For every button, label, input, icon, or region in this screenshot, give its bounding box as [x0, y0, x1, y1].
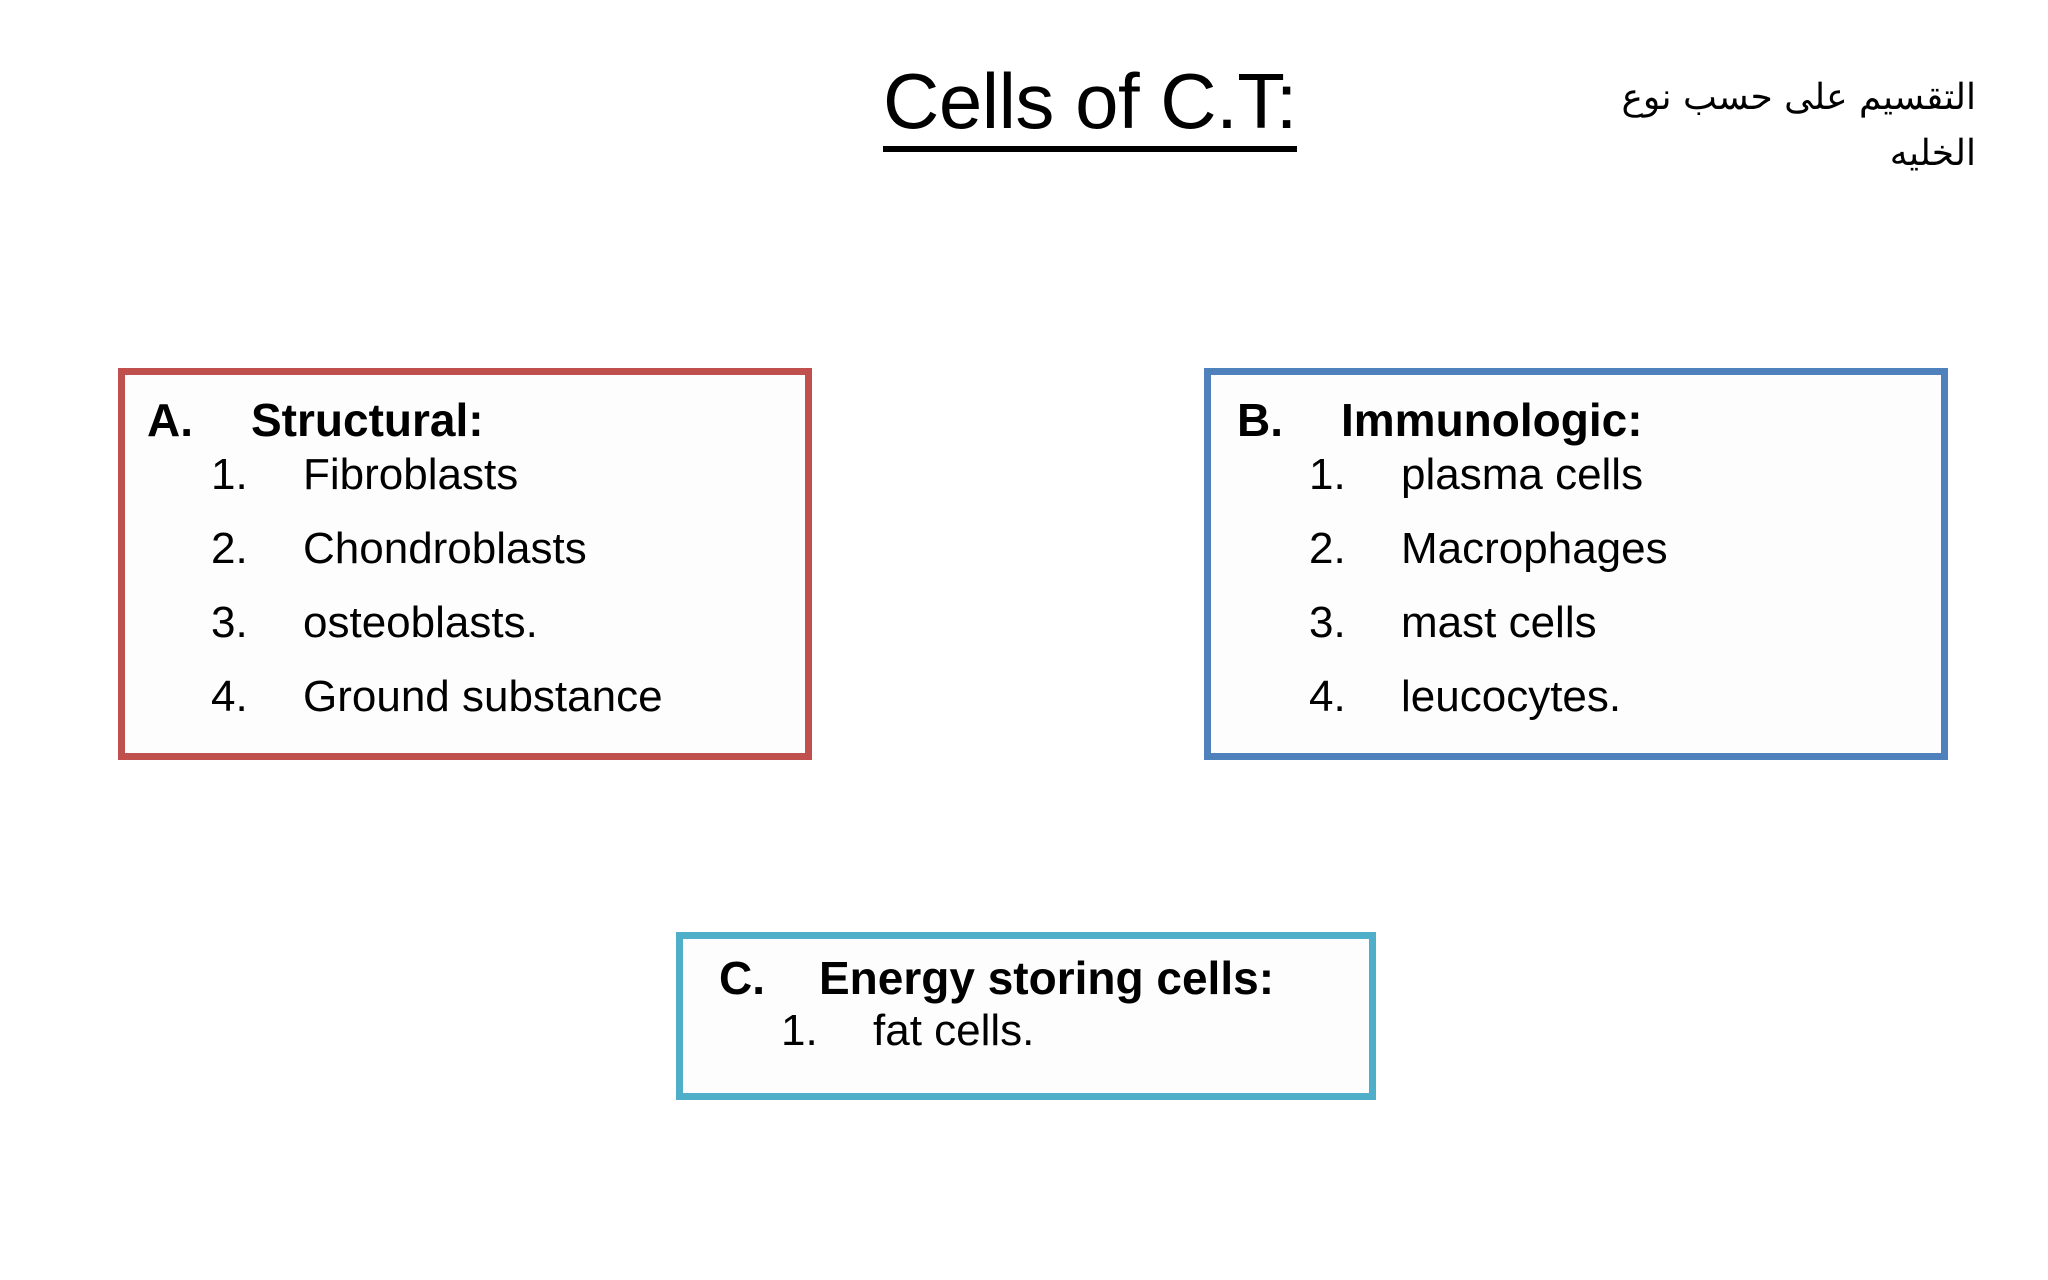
- list-item: 4. leucocytes.: [1309, 675, 1941, 719]
- list-item-label: leucocytes.: [1401, 672, 1622, 721]
- list-item-marker: 1.: [1309, 450, 1346, 499]
- category-marker: A.: [147, 394, 193, 446]
- category-item-list-structural: 1. Fibroblasts 2. Chondroblasts 3. osteo…: [125, 443, 805, 719]
- list-item: 3. osteoblasts.: [211, 601, 805, 645]
- list-item-label: Chondroblasts: [303, 524, 587, 573]
- arabic-annotation: التقسيم على حسب نوع الخليه: [1556, 70, 1976, 182]
- page-title: Cells of C.T:: [820, 61, 1360, 152]
- category-marker: C.: [719, 952, 765, 1004]
- category-marker: B.: [1237, 394, 1283, 446]
- category-box-immunologic: B. Immunologic: 1. plasma cells 2. Macro…: [1204, 368, 1948, 760]
- list-item-label: Macrophages: [1401, 524, 1668, 573]
- page-title-text: Cells of C.T:: [883, 61, 1297, 152]
- list-item: 4. Ground substance: [211, 675, 805, 719]
- list-item-marker: 4.: [1309, 672, 1346, 721]
- category-item-list-immunologic: 1. plasma cells 2. Macrophages 3. mast c…: [1211, 443, 1941, 719]
- category-heading-energy-storing: C. Energy storing cells:: [683, 939, 1369, 1001]
- list-item: 1. Fibroblasts: [211, 453, 805, 497]
- list-item-marker: 1.: [781, 1006, 818, 1055]
- list-item-label: plasma cells: [1401, 450, 1644, 499]
- list-item-label: Fibroblasts: [303, 450, 519, 499]
- category-item-list-energy-storing: 1. fat cells.: [683, 1001, 1369, 1053]
- list-item-marker: 2.: [211, 524, 248, 573]
- list-item-label: Ground substance: [303, 672, 663, 721]
- arabic-annotation-line-1: التقسيم على حسب نوع: [1621, 77, 1976, 118]
- list-item-marker: 3.: [211, 598, 248, 647]
- list-item-marker: 4.: [211, 672, 248, 721]
- category-label: Energy storing cells:: [819, 952, 1275, 1004]
- list-item: 1. fat cells.: [781, 1009, 1369, 1053]
- list-item-marker: 2.: [1309, 524, 1346, 573]
- list-item: 2. Macrophages: [1309, 527, 1941, 571]
- category-box-structural: A. Structural: 1. Fibroblasts 2. Chondro…: [118, 368, 812, 760]
- arabic-annotation-line-2: الخليه: [1889, 132, 1976, 174]
- category-label: Immunologic:: [1341, 394, 1643, 446]
- list-item-label: mast cells: [1401, 598, 1597, 647]
- list-item: 3. mast cells: [1309, 601, 1941, 645]
- list-item: 2. Chondroblasts: [211, 527, 805, 571]
- category-label: Structural:: [251, 394, 484, 446]
- list-item: 1. plasma cells: [1309, 453, 1941, 497]
- list-item-marker: 1.: [211, 450, 248, 499]
- category-heading-immunologic: B. Immunologic:: [1211, 375, 1941, 443]
- list-item-label: osteoblasts.: [303, 598, 538, 647]
- category-box-energy-storing: C. Energy storing cells: 1. fat cells.: [676, 932, 1376, 1100]
- list-item-marker: 3.: [1309, 598, 1346, 647]
- list-item-label: fat cells.: [873, 1006, 1035, 1055]
- category-heading-structural: A. Structural:: [125, 375, 805, 443]
